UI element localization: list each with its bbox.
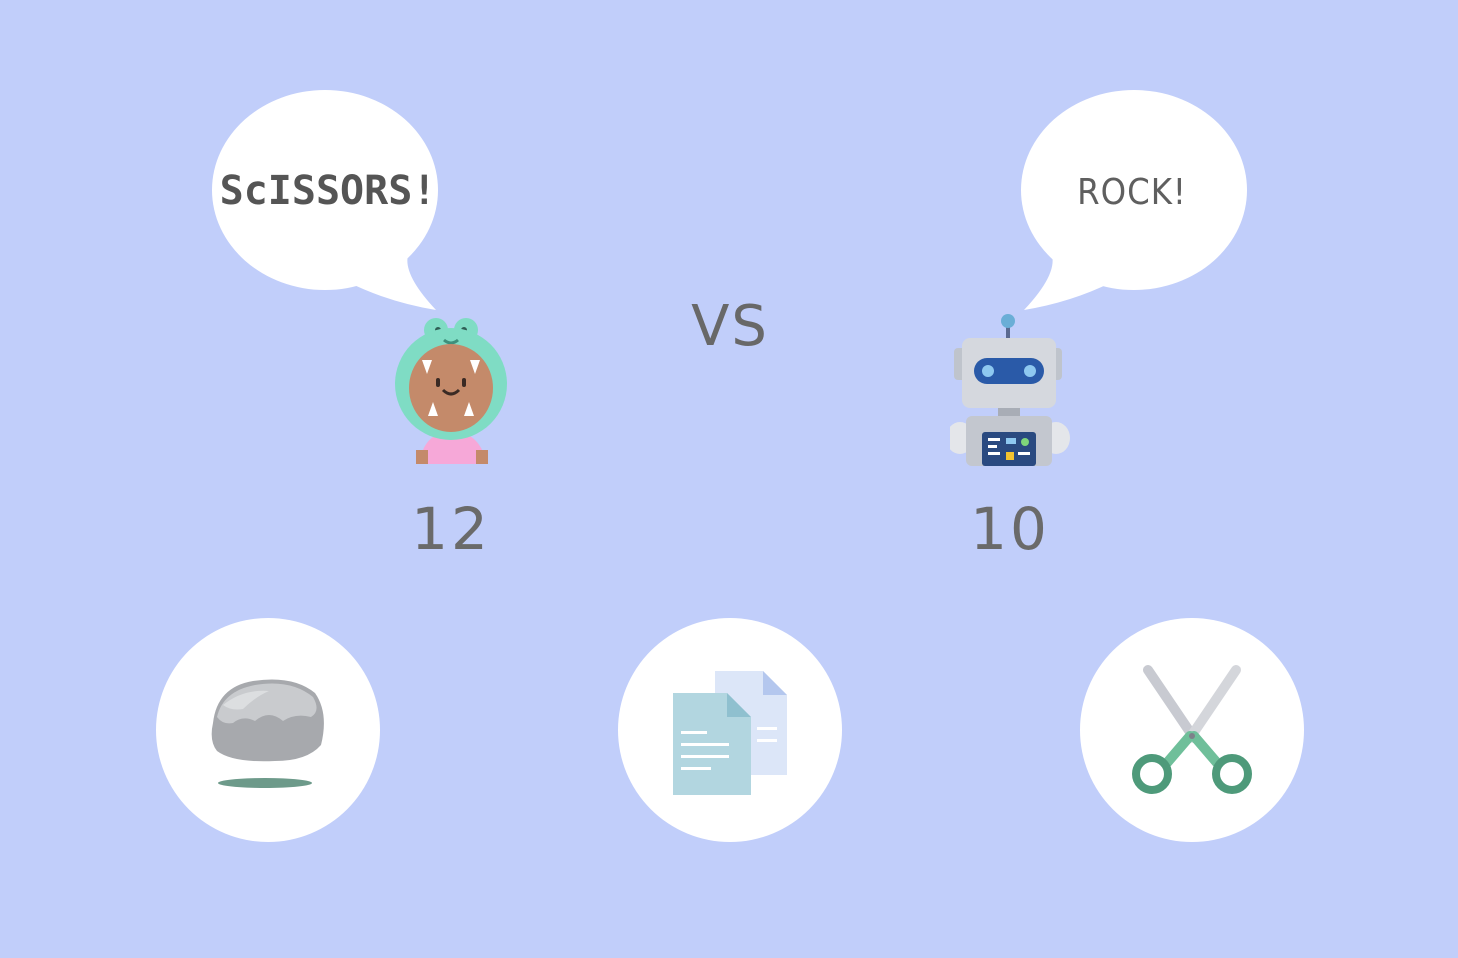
scissors-icon xyxy=(1132,665,1252,794)
player-speech-bubble: ScISSORS! xyxy=(208,90,448,315)
paper-button[interactable] xyxy=(618,618,842,842)
versus-label: VS xyxy=(691,294,769,359)
paper-icon xyxy=(673,671,787,795)
cpu-shout-text: ROCK! xyxy=(1077,172,1187,213)
cpu-score: 10 xyxy=(970,495,1050,563)
player-score: 12 xyxy=(411,495,491,563)
player-avatar-icon xyxy=(392,312,512,466)
cpu-robot-avatar-icon xyxy=(946,312,1070,466)
cpu-speech-bubble: ROCK! xyxy=(1012,90,1252,315)
scissors-button[interactable] xyxy=(1080,618,1304,842)
rock-button[interactable] xyxy=(156,618,380,842)
rock-icon xyxy=(211,679,324,788)
player-shout-text: ScISSORS! xyxy=(219,168,437,214)
